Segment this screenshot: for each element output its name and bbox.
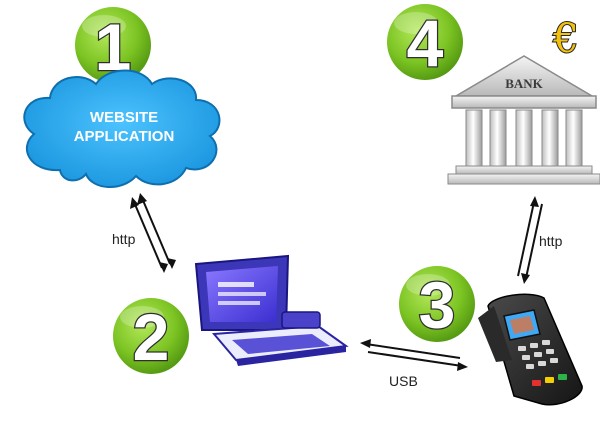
bank-label: BANK xyxy=(505,76,543,91)
step-2-badge: 2 xyxy=(113,298,189,375)
website-cloud-icon: WEBSITE APPLICATION xyxy=(23,69,221,189)
connection-label-http-website: http xyxy=(112,231,136,247)
bank-building-icon: BANK xyxy=(447,55,600,185)
computer-terminal-arrows xyxy=(360,339,468,371)
connection-label-http-bank: http xyxy=(539,233,563,249)
connection-label-usb: USB xyxy=(389,373,418,389)
step-3-badge: 3 xyxy=(399,266,475,343)
computer-icon xyxy=(194,254,349,366)
step-4-number: 4 xyxy=(407,6,444,80)
step-2-number: 2 xyxy=(133,300,170,374)
terminal-bank-arrows xyxy=(517,196,543,284)
step-4-badge: 4 xyxy=(387,4,463,81)
cloud-label-line2: APPLICATION xyxy=(74,128,175,145)
cloud-label-line1: WEBSITE xyxy=(90,109,158,126)
step-3-number: 3 xyxy=(419,268,456,342)
website-computer-arrows xyxy=(130,193,176,273)
euro-icon: € xyxy=(552,16,578,62)
payment-terminal-icon xyxy=(478,293,583,406)
